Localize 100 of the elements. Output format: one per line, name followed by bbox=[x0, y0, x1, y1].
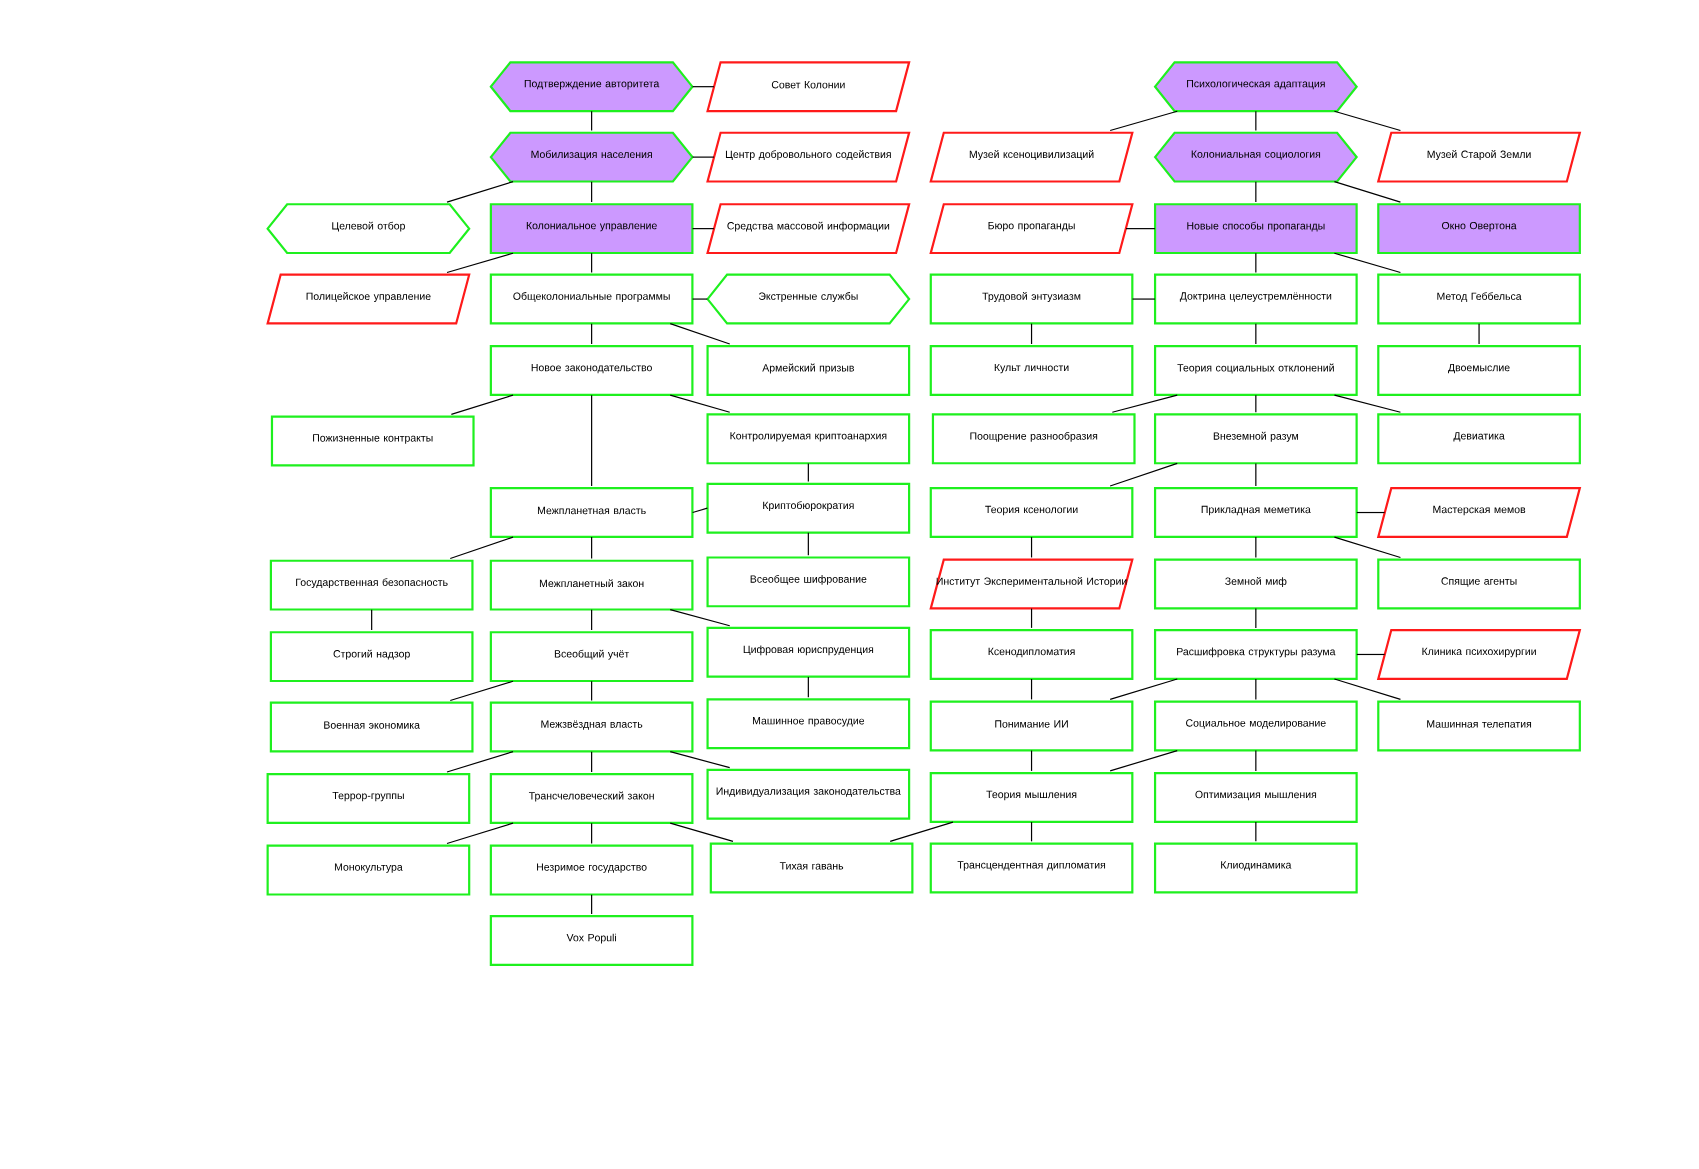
connector-line bbox=[1333, 181, 1402, 203]
connector-line bbox=[1255, 252, 1257, 274]
rectangle-box: Машинная телепатия bbox=[1377, 700, 1581, 752]
connector-line bbox=[591, 751, 593, 773]
parallelogram-box: Полицейское управление bbox=[266, 273, 471, 325]
connector-line bbox=[1255, 821, 1257, 842]
connector-line bbox=[1356, 511, 1386, 514]
rectangle-box: Социальное моделирование bbox=[1154, 700, 1358, 752]
rectangle-box: Внеземной разум bbox=[1154, 413, 1358, 465]
rectangle-box: Расшифровка структуры разума bbox=[1154, 629, 1358, 680]
rectangle-box: Трансчеловеческий закон bbox=[489, 773, 694, 825]
rectangle-box: Строгий надзор bbox=[269, 631, 474, 683]
rectangle-box: Всеобщий учёт bbox=[489, 631, 694, 683]
connector-line bbox=[591, 323, 593, 345]
rectangle-box: Государственная безопасность bbox=[269, 559, 474, 611]
hexagon-box: Подтверждение авторитета bbox=[489, 61, 694, 113]
connector-line bbox=[669, 394, 731, 413]
rectangle-box: Машинное правосудие bbox=[706, 698, 911, 750]
connector-line bbox=[692, 298, 708, 300]
connector-line bbox=[1030, 608, 1033, 629]
connector-line bbox=[692, 156, 715, 158]
rectangle-box: Понимание ИИ bbox=[929, 700, 1134, 752]
connector-line bbox=[591, 110, 593, 132]
rectangle-box: Метод Геббельса bbox=[1377, 273, 1581, 325]
rectangle-box: Клиодинамика bbox=[1154, 842, 1358, 894]
rectangle-box: Поощрение разнообразия bbox=[931, 413, 1136, 465]
rectangle-box: Террор-группы bbox=[266, 773, 471, 825]
connector-line bbox=[591, 394, 593, 487]
connector-line bbox=[1333, 110, 1402, 132]
connector-line bbox=[446, 181, 514, 203]
connector-line bbox=[591, 536, 593, 560]
connector-line bbox=[1255, 394, 1257, 413]
rectangle-box: Двоемыслие bbox=[1377, 345, 1581, 397]
connector-line bbox=[450, 394, 514, 416]
connector-line bbox=[1478, 323, 1480, 345]
rectangle-box: Прикладная меметика bbox=[1154, 487, 1358, 538]
connector-line bbox=[1356, 653, 1386, 656]
rectangle-box: Окно Овертона bbox=[1377, 203, 1581, 255]
rectangle-box: Новое законодательство bbox=[489, 345, 694, 397]
connector-line bbox=[1255, 110, 1257, 132]
connector-line bbox=[1109, 110, 1178, 132]
connector-line bbox=[1030, 749, 1033, 772]
connector-line bbox=[1255, 536, 1257, 559]
connector-line bbox=[1131, 298, 1156, 300]
connector-line bbox=[1030, 678, 1033, 700]
connector-line bbox=[692, 86, 715, 88]
parallelogram-box: Средства массовой информации bbox=[706, 203, 911, 255]
connector-line bbox=[1125, 228, 1156, 230]
rectangle-box: Оптимизация мышления bbox=[1154, 772, 1358, 823]
connector-line bbox=[449, 680, 514, 702]
rectangle-box: Межзвёздная власть bbox=[489, 701, 694, 753]
rectangle-box: Земной миф bbox=[1154, 558, 1358, 610]
rectangle-box: Теория социальных отклонений bbox=[1154, 345, 1358, 397]
rectangle-box: Доктрина целеустремлённости bbox=[1154, 273, 1358, 325]
connector-line bbox=[1255, 323, 1257, 345]
hexagon-box: Мобилизация населения bbox=[489, 131, 694, 183]
rectangle-box: Межпланетная власть bbox=[489, 487, 694, 538]
connector-line bbox=[1255, 749, 1257, 772]
connector-line bbox=[692, 507, 708, 514]
connector-line bbox=[807, 676, 809, 698]
rectangle-box: Новые способы пропаганды bbox=[1154, 203, 1358, 255]
rectangle-box: Трудовой энтузиазм bbox=[929, 273, 1134, 325]
rectangle-box: Армейский призыв bbox=[706, 345, 911, 397]
rectangle-box: Общеколониальные программы bbox=[489, 273, 694, 325]
rectangle-box: Теория ксенологии bbox=[929, 487, 1134, 538]
rectangle-box: Спящие агенты bbox=[1377, 558, 1581, 610]
connector-line bbox=[591, 894, 593, 915]
parallelogram-box: Совет Колонии bbox=[706, 61, 911, 113]
connector-line bbox=[591, 822, 593, 845]
connector-line bbox=[1255, 462, 1257, 487]
connector-line bbox=[1030, 323, 1033, 345]
parallelogram-box: Центр добровольного содействия bbox=[706, 131, 911, 183]
hexagon-box: Экстренные службы bbox=[706, 273, 911, 325]
rectangle-box: Всеобщее шифрование bbox=[706, 556, 911, 608]
rectangle-box: Индивидуализация законодательства bbox=[706, 768, 911, 820]
connector-line bbox=[591, 252, 593, 274]
connector-line bbox=[1333, 678, 1402, 700]
hexagon-box: Целевой отбор bbox=[266, 203, 471, 255]
connector-line bbox=[1030, 536, 1033, 559]
rectangle-box: Пожизненные контракты bbox=[270, 415, 475, 467]
connector-line bbox=[669, 751, 731, 769]
rectangle-box: Межпланетный закон bbox=[489, 559, 694, 611]
connector-line bbox=[591, 181, 593, 203]
rectangle-box: Ксенодипломатия bbox=[929, 629, 1134, 680]
connector-line bbox=[591, 609, 593, 631]
connector-line bbox=[1255, 678, 1257, 700]
parallelogram-box: Бюро пропаганды bbox=[929, 203, 1134, 255]
connector-line bbox=[692, 228, 715, 230]
rectangle-box: Трансцендентная дипломатия bbox=[929, 842, 1134, 894]
connector-line bbox=[669, 609, 731, 627]
connector-line bbox=[807, 462, 809, 483]
connector-line bbox=[1255, 181, 1257, 203]
rectangle-box: Военная экономика bbox=[269, 701, 474, 753]
parallelogram-box: Музей ксеноцивилизаций bbox=[929, 131, 1134, 183]
rectangle-box: Теория мышления bbox=[929, 772, 1134, 823]
rectangle-box: Криптобюрократия bbox=[706, 482, 911, 534]
connector-line bbox=[1255, 608, 1257, 629]
rectangle-box: Vox Populi bbox=[489, 915, 694, 966]
rectangle-box: Монокультура bbox=[266, 844, 471, 896]
rectangle-box: Контролируемая криптоанархия bbox=[706, 413, 911, 465]
